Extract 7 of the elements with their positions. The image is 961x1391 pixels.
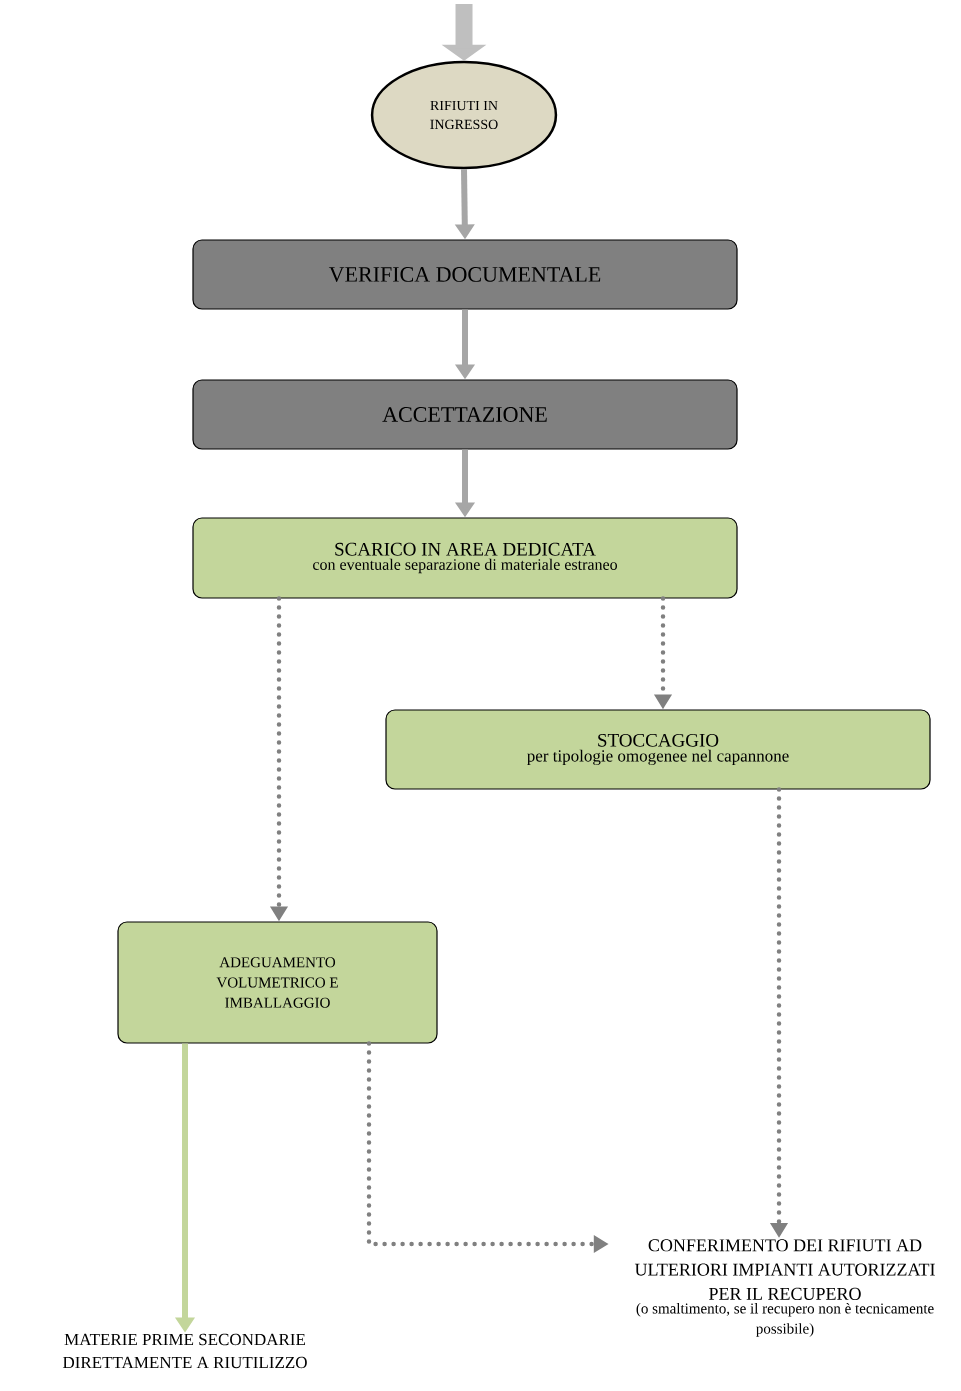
outcome-text: MATERIE PRIME SECONDARIE DIRETTAMENTE A RIUTILIZZO bbox=[62, 1333, 307, 1369]
process-box: STOCCAGGIO per tipologie omogenee nel capannone bbox=[385, 709, 931, 790]
process-box: ADEGUAMENTO VOLUMETRICO E IMBALLAGGIO bbox=[117, 921, 438, 1044]
outcome-text: CONFERIMENTO DEI RIFIUTI AD ULTERIORI IMPIANTI AUTORIZZATI PER IL RECUPERO (o smaltimento, se il recupero non è tecnicamente possibile) bbox=[634, 1239, 935, 1337]
process-box: VERIFICA DOCUMENTALE bbox=[192, 239, 738, 310]
process-box: SCARICO IN AREA DEDICATA con eventuale separazione di materiale estraneo bbox=[192, 517, 738, 599]
process-box: ACCETTAZIONE bbox=[192, 379, 738, 450]
